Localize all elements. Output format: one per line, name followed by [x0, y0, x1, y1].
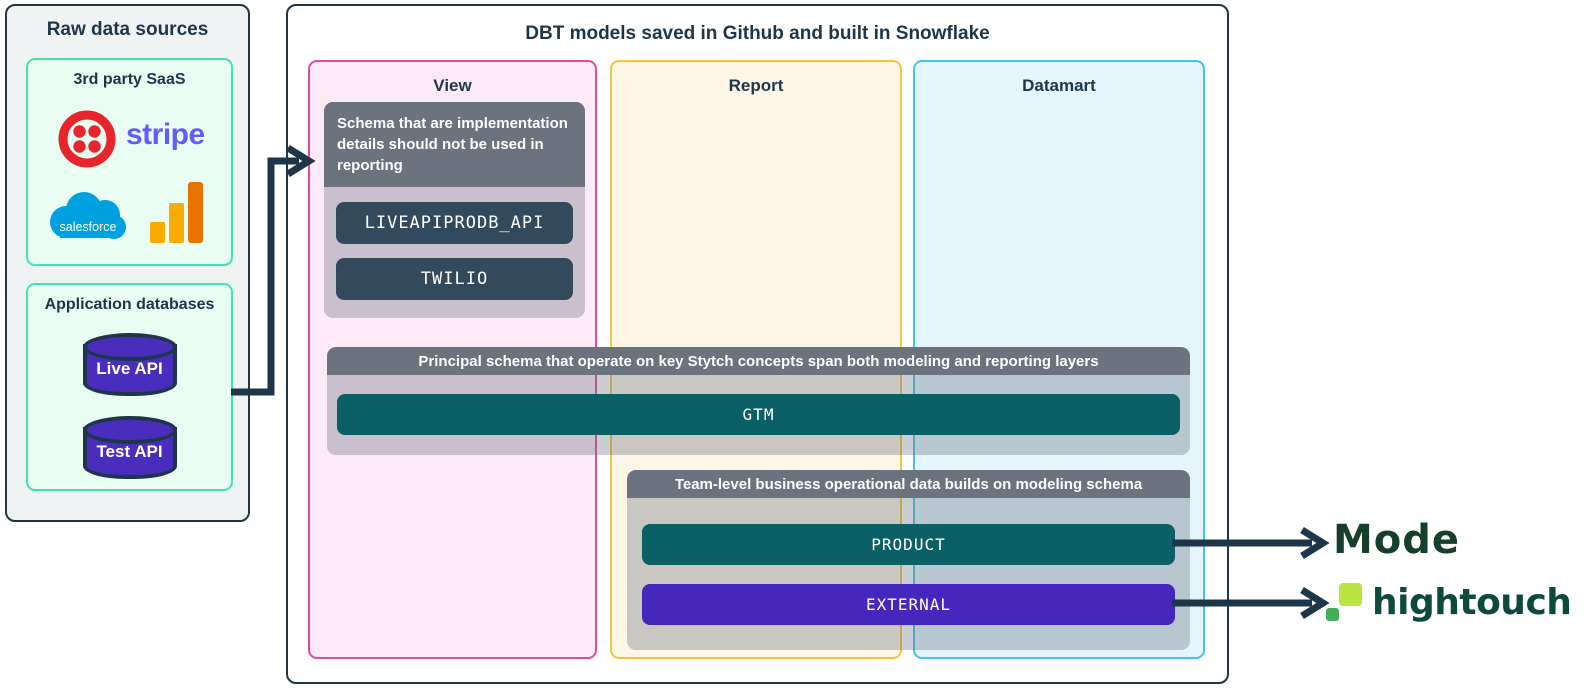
- raw-data-sources-title: Raw data sources: [46, 19, 209, 40]
- column-datamart-label: Datamart: [1022, 76, 1096, 95]
- hightouch-icon-small-square: [1326, 608, 1339, 621]
- hightouch-logo: hightouch: [1326, 579, 1572, 623]
- google-analytics-icon: [150, 182, 203, 243]
- live-api-label: Live API: [96, 359, 163, 378]
- stripe-logo: stripe: [126, 118, 205, 151]
- column-view-label: View: [433, 76, 472, 95]
- application-databases-box: Application databases Live API Test API: [26, 283, 233, 491]
- third-party-saas-title: 3rd party SaaS: [73, 71, 186, 88]
- salesforce-icon: salesforce: [50, 192, 126, 239]
- twilio-icon: [58, 110, 116, 168]
- application-databases-title: Application databases: [44, 296, 215, 313]
- dbt-models-panel: DBT models saved in Github and built in …: [286, 4, 1229, 684]
- implementation-schema-group: Schema that are implementation details s…: [324, 102, 585, 318]
- product-to-mode-arrowhead: [1300, 527, 1330, 559]
- hightouch-wordmark: hightouch: [1372, 582, 1572, 623]
- liveapiprodb-api-schema-box: LIVEAPIPRODB_API: [336, 202, 573, 244]
- test-api-database-cylinder: Test API: [82, 416, 177, 482]
- twilio-schema-box: TWILIO: [336, 258, 573, 300]
- mode-logo: Mode: [1333, 517, 1461, 563]
- cylinder-top: [82, 416, 177, 444]
- test-api-label: Test API: [96, 442, 163, 461]
- dbt-models-title: DBT models saved in Github and built in …: [525, 23, 990, 44]
- principal-schema-body: GTM: [327, 375, 1190, 455]
- product-schema-box: PRODUCT: [642, 524, 1175, 565]
- third-party-saas-box: 3rd party SaaS stripe salesforce: [26, 58, 233, 266]
- principal-schema-note: Principal schema that operate on key Sty…: [327, 347, 1190, 375]
- salesforce-wordmark: salesforce: [60, 220, 117, 234]
- saas-logo-grid: stripe salesforce: [28, 100, 231, 260]
- principal-schema-group: Principal schema that operate on key Sty…: [327, 347, 1190, 455]
- implementation-schema-note: Schema that are implementation details s…: [324, 102, 585, 187]
- raw-data-sources-panel: Raw data sources 3rd party SaaS stripe: [5, 4, 250, 522]
- gtm-schema-box: GTM: [337, 394, 1180, 435]
- external-to-hightouch-arrowhead: [1300, 587, 1330, 619]
- external-schema-box: EXTERNAL: [642, 584, 1175, 625]
- hightouch-icon-big-square: [1339, 583, 1362, 606]
- implementation-schema-body: LIVEAPIPRODB_API TWILIO: [324, 187, 585, 318]
- team-schema-note: Team-level business operational data bui…: [627, 470, 1190, 498]
- team-schema-group: Team-level business operational data bui…: [627, 470, 1190, 650]
- column-report-label: Report: [728, 76, 784, 95]
- live-api-database-cylinder: Live API: [82, 333, 177, 399]
- hightouch-icon: [1326, 579, 1362, 623]
- cylinder-top: [82, 333, 177, 361]
- team-schema-body: PRODUCT EXTERNAL: [627, 498, 1190, 650]
